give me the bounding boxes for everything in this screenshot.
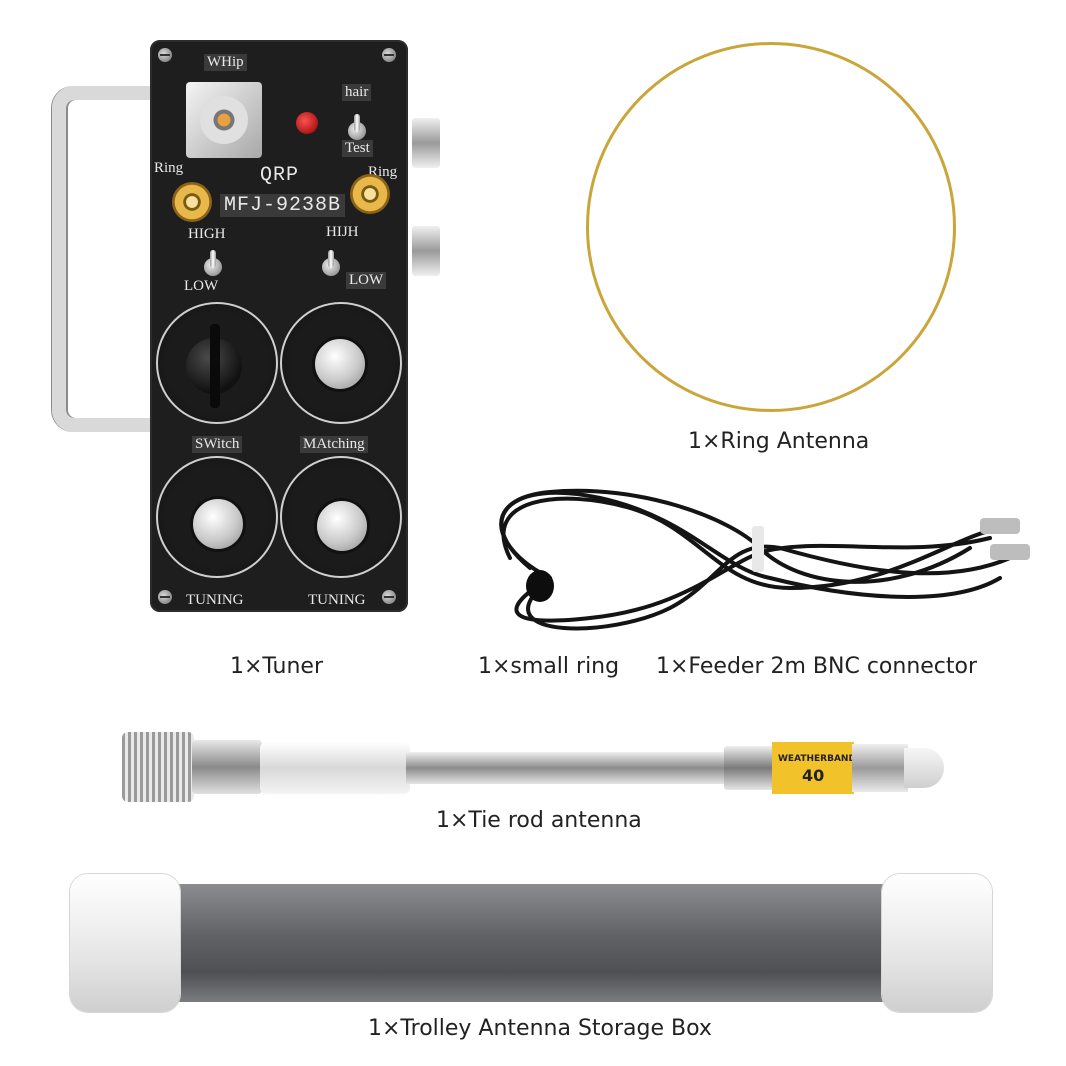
tube-cap-right xyxy=(882,874,992,1012)
high-low-toggle-left[interactable] xyxy=(204,250,222,276)
caption-storage-box: 1×Trolley Antenna Storage Box xyxy=(368,1016,712,1041)
hair-test-toggle[interactable] xyxy=(348,114,366,140)
tube-body xyxy=(146,884,906,1002)
tuning-knob-right[interactable] xyxy=(314,498,370,554)
rod-connector xyxy=(122,732,194,802)
side-connector-top[interactable] xyxy=(412,118,440,168)
tie-rod-antenna: WEATHERBAND 40 xyxy=(120,726,950,812)
rod-shaft xyxy=(406,752,732,784)
rod-label-number: 40 xyxy=(802,766,825,785)
label-hair: hair xyxy=(342,84,372,101)
rod-label: WEATHERBAND 40 xyxy=(772,742,856,794)
label-tuning-left: TUNING xyxy=(186,592,244,608)
label-switch: SWitch xyxy=(192,436,243,453)
label-low-left: LOW xyxy=(184,278,219,294)
caption-tuner: 1×Tuner xyxy=(230,654,323,679)
caption-ring-antenna: 1×Ring Antenna xyxy=(688,429,870,454)
tuner-front-panel: WHip hair Test Ring Ring QRP MFJ-9238B H… xyxy=(150,40,408,612)
ring-antenna xyxy=(586,42,956,412)
tuning-knob-left[interactable] xyxy=(190,496,246,552)
indicator-led xyxy=(296,112,318,134)
whip-connector[interactable] xyxy=(186,82,262,158)
label-ring-left: Ring xyxy=(154,160,184,176)
rod-tip-cap xyxy=(904,748,944,788)
model-label: MFJ-9238B xyxy=(220,194,346,217)
switch-knob[interactable] xyxy=(186,324,242,408)
rod-white-sleeve xyxy=(260,742,410,794)
label-test: Test xyxy=(342,140,373,157)
label-high-left: HIGH xyxy=(188,226,226,242)
label-matching: MAtching xyxy=(300,436,368,453)
caption-small-ring: 1×small ring xyxy=(478,654,620,679)
feeder-cable xyxy=(499,488,1030,631)
panel-screw xyxy=(382,590,396,604)
caption-feeder: 1×Feeder 2m BNC connector xyxy=(656,654,978,679)
ring-terminal-left[interactable] xyxy=(172,182,212,222)
label-low-right: LOW xyxy=(346,272,387,289)
side-connector-bottom[interactable] xyxy=(412,226,440,276)
tuner-handle xyxy=(52,86,156,432)
tube-cap-left xyxy=(70,874,180,1012)
rod-label-brand: WEATHERBAND xyxy=(778,754,856,764)
panel-screw xyxy=(158,48,172,62)
matching-dial xyxy=(280,302,402,424)
matching-knob[interactable] xyxy=(312,336,368,392)
label-whip: WHip xyxy=(204,54,247,71)
high-low-toggle-right[interactable] xyxy=(322,250,340,276)
tuner-device: WHip hair Test Ring Ring QRP MFJ-9238B H… xyxy=(50,38,440,618)
label-high-right: HIJH xyxy=(326,224,359,240)
label-tuning-right: TUNING xyxy=(308,592,366,608)
caption-tie-rod: 1×Tie rod antenna xyxy=(436,808,642,833)
panel-screw xyxy=(158,590,172,604)
label-qrp: QRP xyxy=(260,164,300,187)
ring-terminal-right[interactable] xyxy=(350,174,390,214)
storage-tube xyxy=(66,870,1006,1016)
panel-screw xyxy=(382,48,396,62)
